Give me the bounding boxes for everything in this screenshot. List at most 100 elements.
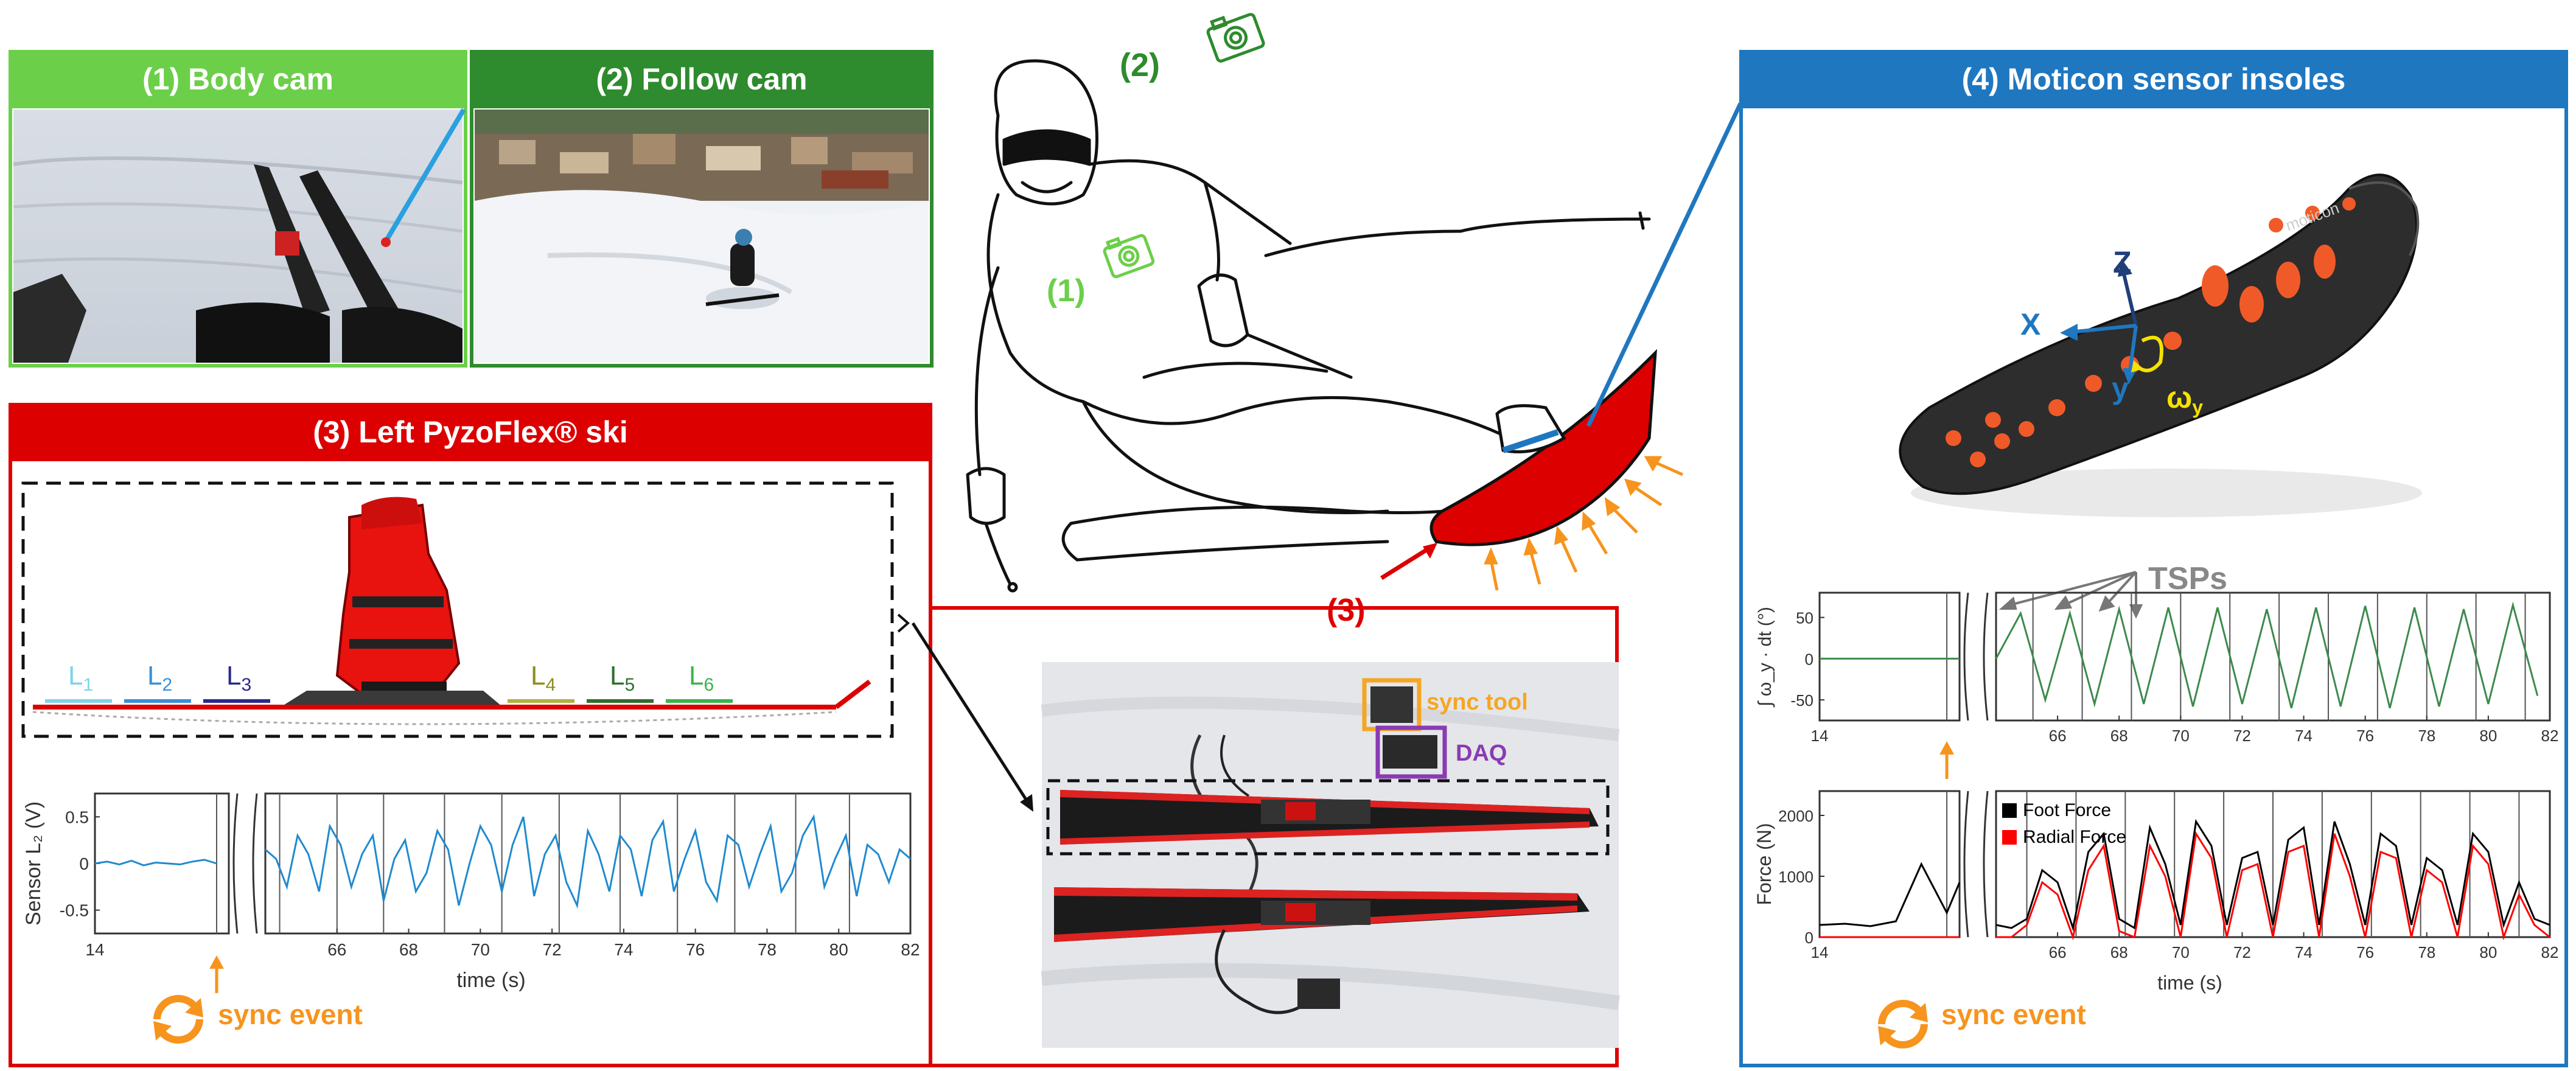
- pyzoflex-title: (3) Left PyzoFlex® ski: [9, 403, 932, 461]
- axis-break-mark: [1983, 790, 1989, 938]
- y-axis-label: Sensor L₂ (V): [22, 801, 45, 926]
- sync-tool-label: sync tool: [1426, 689, 1528, 715]
- legend-label: Radial Force: [2023, 827, 2126, 847]
- skier-illustration: (1) (2) (3): [966, 13, 1684, 628]
- sync-event-label-left: sync event: [218, 999, 363, 1030]
- x-tick-label: 14: [1811, 727, 1829, 745]
- skier-label-cam2: (2): [1120, 47, 1160, 83]
- insole-illustration: moticon Z X y ωy: [1899, 173, 2422, 517]
- moticon-title: (4) Moticon sensor insoles: [1739, 50, 2568, 108]
- camera-icon-body: [1103, 234, 1155, 279]
- axis-x-label: X: [2020, 307, 2040, 341]
- y-tick-label: 0: [1805, 650, 1813, 668]
- x-tick-label: 70: [471, 940, 490, 959]
- x-tick-label: 80: [2479, 727, 2497, 745]
- x-tick-label: 68: [2110, 727, 2128, 745]
- plot-frame-main: [264, 792, 912, 935]
- skier-label-ski: (3): [1327, 593, 1366, 628]
- x-tick-label: 82: [2541, 727, 2559, 745]
- y-tick-label: -50: [1790, 691, 1813, 710]
- skier-label-cam1: (1): [1047, 273, 1086, 309]
- ski-photo: sync tool DAQ: [1041, 662, 1620, 1048]
- sensor-label-l4: L4: [531, 661, 556, 695]
- series-radial-force-line: [1996, 831, 2550, 941]
- x-tick-label: 68: [2110, 943, 2128, 961]
- daq-box: [1375, 725, 1447, 779]
- x-axis-label: time (s): [2157, 972, 2222, 994]
- x-tick-label: 74: [2295, 943, 2312, 961]
- y-tick-label: 0: [79, 854, 89, 873]
- daq-label: DAQ: [1456, 741, 1507, 766]
- x-tick-label: 78: [758, 940, 777, 959]
- x-tick-label: 82: [901, 940, 920, 959]
- y-axis-label: ∫ ω_y · dt (°): [1755, 607, 1775, 708]
- x-tick-label: 66: [327, 940, 346, 959]
- legend-swatch: [2002, 803, 2017, 818]
- sync-arrow-head: [209, 955, 224, 969]
- x-tick-label: 82: [2541, 943, 2559, 961]
- plot-frame-pre: [1818, 591, 1961, 722]
- y-tick-label: 1000: [1778, 868, 1813, 886]
- sync-icon-left: [153, 995, 203, 1044]
- axis-break-mark: [1963, 790, 1969, 938]
- sync-event-label-right: sync event: [1941, 999, 2086, 1030]
- y-tick-label: 0: [1805, 929, 1813, 947]
- x-tick-label: 78: [2418, 943, 2435, 961]
- x-tick-label: 72: [2233, 727, 2251, 745]
- plot-frame-pre: [1818, 790, 1961, 938]
- x-tick-label: 70: [2172, 727, 2190, 745]
- x-tick-label: 66: [2049, 943, 2067, 961]
- axis-break-mark: [1983, 592, 1989, 721]
- series-pre-line: [94, 859, 217, 867]
- x-tick-label: 78: [2418, 727, 2435, 745]
- insole-angle-chart: 50 0 -50 14 66 68 70 72 74 76 78 80 82 ∫ ω_y · dt (°): [1755, 591, 2559, 779]
- y-axis-label: Force (N): [1753, 823, 1775, 905]
- sync-arrow-head: [1939, 741, 1955, 755]
- follow-cam-title: (2) Follow cam: [470, 50, 934, 108]
- x-tick-label: 14: [85, 940, 104, 959]
- axis-break-mark: [252, 793, 258, 934]
- ski-boot: [335, 497, 461, 695]
- body-cam-photo: [13, 108, 466, 363]
- plot-frame-main: [1995, 591, 2551, 722]
- x-tick-label: 80: [2479, 943, 2497, 961]
- x-tick-label: 70: [2172, 943, 2190, 961]
- series-main-line: [265, 814, 911, 909]
- ski-photo-connector: [897, 613, 1033, 812]
- axis-y-label: y: [2112, 371, 2129, 405]
- x-tick-label: 74: [2295, 727, 2312, 745]
- sensor-label-l2: L2: [147, 661, 172, 695]
- series-main-line: [1995, 601, 2539, 709]
- y-tick-label: -0.5: [60, 901, 89, 920]
- x-tick-label: 72: [2233, 943, 2251, 961]
- series-pre-foot-line: [1819, 862, 1961, 927]
- axis-z-label: Z: [2113, 245, 2132, 279]
- y-tick-label: 50: [1796, 609, 1813, 627]
- x-tick-label: 76: [2356, 727, 2374, 745]
- legend-label: Foot Force: [2023, 800, 2111, 820]
- body-cam-title: (1) Body cam: [9, 50, 467, 108]
- omega-label: ωy: [2166, 380, 2203, 418]
- x-tick-label: 66: [2049, 727, 2067, 745]
- x-tick-label: 14: [1811, 943, 1829, 961]
- series-foot-force-line: [1995, 818, 2550, 932]
- x-tick-label: 68: [399, 940, 418, 959]
- axis-break-mark: [232, 793, 239, 934]
- x-tick-label: 80: [829, 940, 848, 959]
- sensor-label-l1: L1: [68, 661, 93, 695]
- tsps-label: TSPs: [2148, 561, 2227, 596]
- x-tick-label: 72: [543, 940, 562, 959]
- sensor-label-l6: L6: [689, 661, 714, 695]
- ski-sensor-diagram: L1 L2 L3 L4 L5 L6: [21, 481, 894, 738]
- x-tick-label: 74: [614, 940, 633, 959]
- sensor-label-l5: L5: [610, 661, 635, 695]
- y-tick-label: 0.5: [65, 808, 89, 826]
- x-tick-label: 76: [2356, 943, 2374, 961]
- sync-icon-right: [1878, 1000, 1928, 1048]
- tsps-annotation: TSPs: [1998, 561, 2227, 619]
- legend-swatch: [2002, 830, 2017, 845]
- axis-break-mark: [1963, 592, 1969, 721]
